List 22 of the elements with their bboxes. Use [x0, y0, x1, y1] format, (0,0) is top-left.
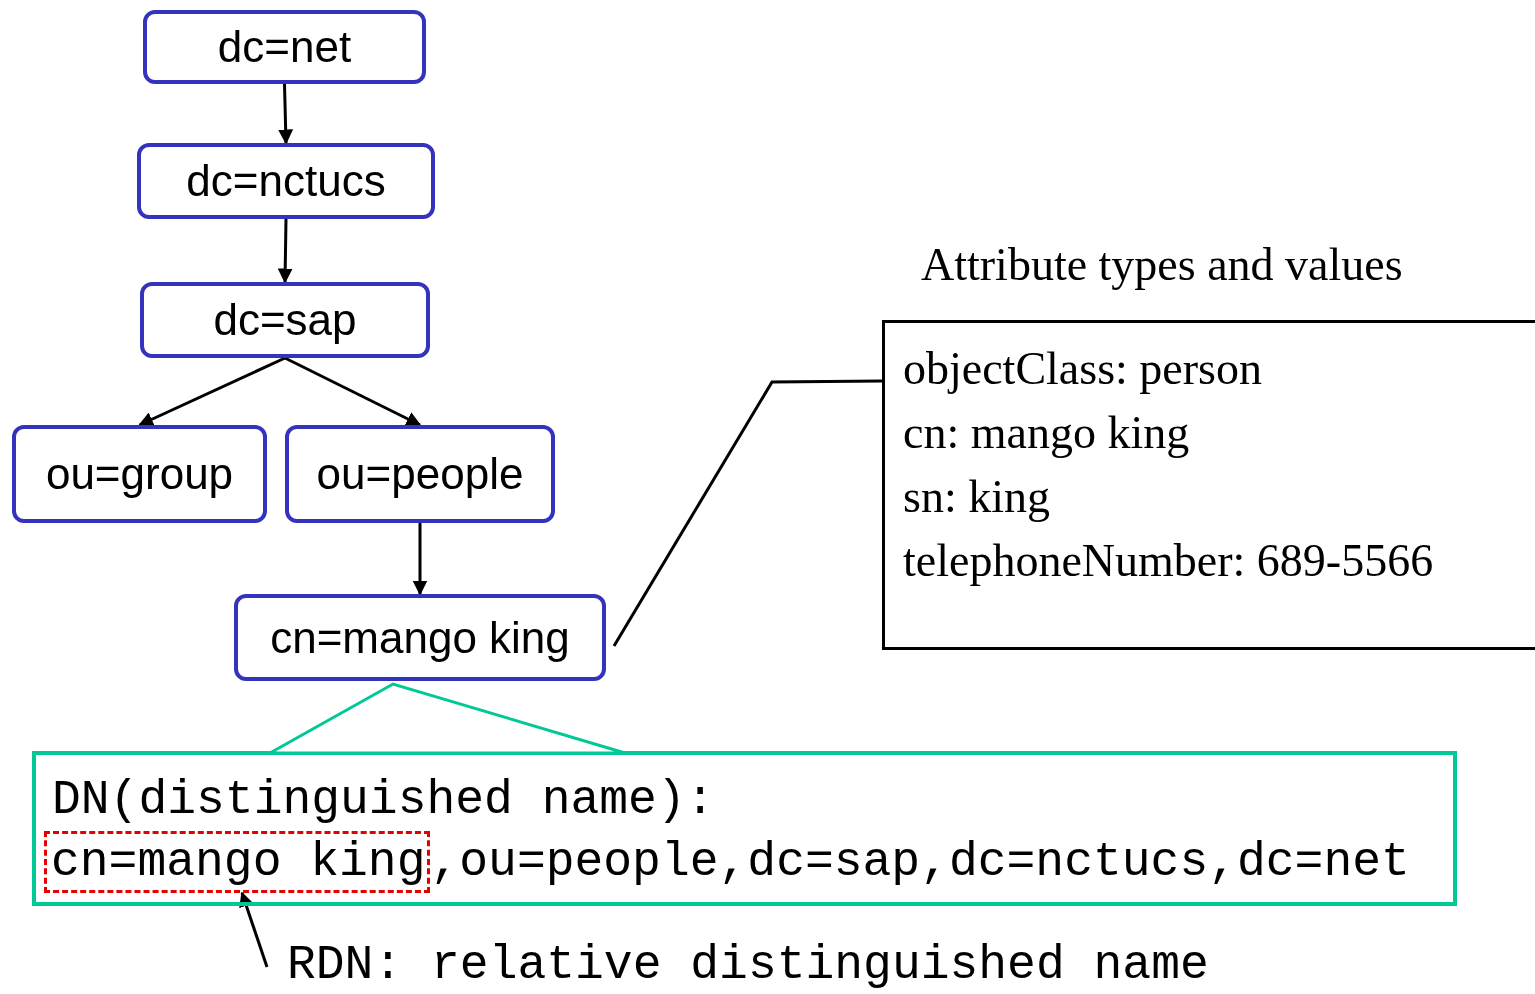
entry-box: cn=mango king — [234, 594, 606, 681]
rdn-highlight-box: cn=mango king — [44, 831, 431, 893]
heading: Attribute types and values — [921, 238, 1403, 292]
annotation-text: RDN: relative distinguished name — [287, 938, 1209, 994]
dn-text: ,ou=people,dc=sap,dc=nctucs,dc=net — [430, 835, 1410, 889]
attribute-line: telephoneNumber: 689-5566 — [903, 534, 1435, 588]
entry-box: ou=people — [285, 425, 555, 523]
arrow — [412, 523, 428, 596]
dn-heading: DN(distinguished name): — [52, 772, 716, 829]
attribute-line: sn: king — [903, 470, 1051, 524]
arrow — [138, 356, 286, 427]
entry-box: ou=group — [12, 425, 267, 523]
entry-box: dc=net — [143, 10, 426, 84]
leader-line — [612, 379, 882, 647]
entry-box: dc=sap — [140, 282, 430, 358]
arrow — [239, 891, 269, 968]
entry-box: dc=nctucs — [137, 143, 435, 219]
attribute-line: cn: mango king — [903, 406, 1191, 460]
arrow — [277, 218, 293, 284]
arrow — [284, 356, 422, 427]
arrow — [278, 83, 294, 145]
attribute-line: objectClass: person — [903, 342, 1263, 396]
